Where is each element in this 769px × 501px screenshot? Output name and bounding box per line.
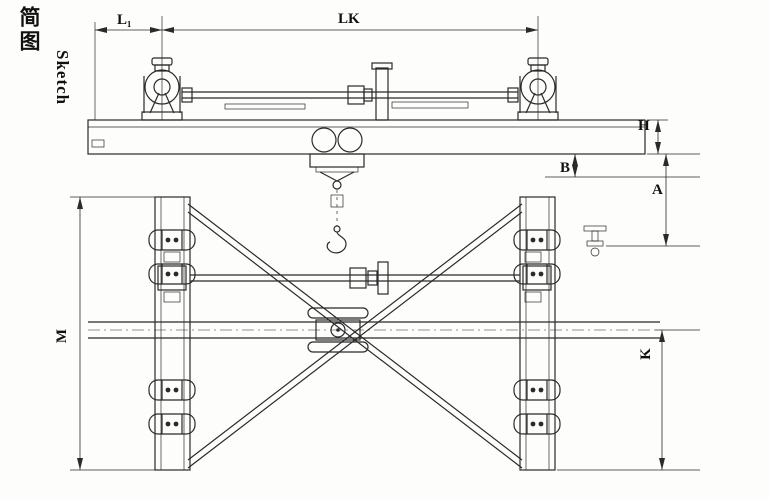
dim-label-b: B <box>560 160 570 176</box>
title-chinese: 简图 <box>17 6 41 54</box>
dimension-a: A <box>606 154 700 247</box>
plan-view <box>88 196 660 471</box>
rail-clamp-detail <box>583 225 607 257</box>
hoist-trolley <box>309 127 365 226</box>
diagonal-braces <box>187 203 523 469</box>
left-side-member <box>154 196 191 471</box>
monorail-beam-plan <box>88 321 660 339</box>
right-side-member <box>519 196 556 471</box>
dimension-h: H <box>638 118 700 155</box>
dimension-b: B <box>545 154 700 178</box>
title-english: Sketch <box>53 50 72 106</box>
dim-label-lk: LK <box>338 11 360 27</box>
cross-shaft <box>181 62 519 121</box>
dim-label-m: M <box>54 329 70 343</box>
dimension-m: M <box>54 196 155 471</box>
dim-label-h: H <box>638 118 650 134</box>
center-trolley-plan <box>307 307 369 353</box>
dimension-k: K <box>557 329 700 471</box>
dim-label-k: K <box>638 348 654 360</box>
drive-shaft-plan <box>190 261 520 295</box>
dim-label-a: A <box>652 182 663 198</box>
axle-hubs <box>157 251 552 303</box>
dim-label-l1: L₁ <box>117 12 132 28</box>
dimension-l1-lk: L₁ LK <box>94 11 539 120</box>
hook <box>326 225 347 254</box>
monorail-beam-side <box>87 119 646 155</box>
side-elevation-view <box>87 57 646 257</box>
